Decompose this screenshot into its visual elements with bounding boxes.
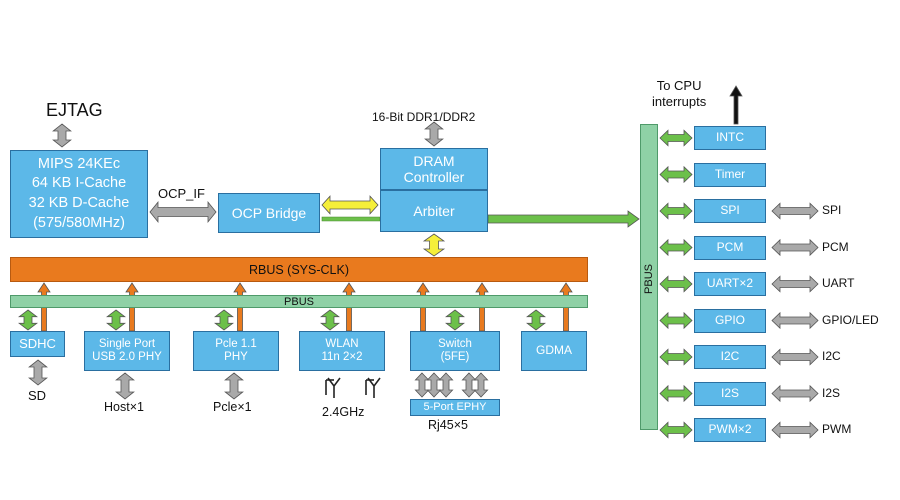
sd-io-arrow	[28, 359, 48, 386]
peripheral-io-arrow-6	[771, 348, 819, 366]
arbiter-rbus-arrow	[422, 233, 446, 257]
peripheral-external-gpio-led: GPIO/LED	[822, 312, 879, 327]
ocp-bridge-block: OCP Bridge	[218, 193, 320, 233]
peripheral-block-timer: Timer	[694, 162, 766, 187]
pbus-vertical-bar: PBUS	[640, 124, 658, 430]
switch-port-arrow-2	[438, 372, 454, 398]
pbus-device-arrow-1	[106, 309, 126, 331]
antenna-icon-right	[367, 377, 381, 398]
peripheral-block-i2s: I2S	[694, 381, 766, 406]
pbus-peripheral-arrow-7	[659, 384, 693, 403]
pcie-phy-block: Pcle 1.1 PHY	[193, 331, 279, 371]
usb-io-arrow	[115, 372, 135, 400]
peripheral-external-spi: SPI	[822, 203, 842, 217]
pbus-device-arrow-4	[445, 309, 465, 331]
peripheral-io-arrow-2	[771, 202, 819, 220]
peripheral-external-i2c: I2C	[822, 349, 841, 363]
gdma-block: GDMA	[521, 331, 587, 371]
pbus-horizontal-bar: PBUS	[10, 295, 588, 308]
peripheral-external-i2s: I2S	[822, 385, 841, 400]
switch-port-arrow-0	[414, 372, 430, 398]
pcie-count-label: Pcle×1	[213, 400, 252, 414]
pbus-peripheral-arrow-3	[659, 238, 693, 257]
peripheral-io-arrow-8	[771, 421, 819, 439]
arbiter-block: Arbiter	[380, 190, 488, 232]
ephy-block: 5-Port EPHY	[410, 399, 500, 416]
switch-block: Switch (5FE)	[410, 331, 500, 371]
peripheral-block-spi: SPI	[694, 199, 766, 223]
ocp-if-label: OCP_IF	[158, 186, 205, 201]
pbus-peripheral-arrow-5	[659, 311, 693, 330]
peripheral-block-i2c: I2C	[694, 345, 766, 369]
rj45-label: Rj45×5	[428, 418, 468, 432]
pbus-peripheral-arrow-1	[659, 165, 693, 184]
pbus-device-arrow-5	[526, 309, 546, 331]
wlan-block: WLAN 11n 2×2	[299, 331, 385, 371]
peripheral-block-uart-2: UART×2	[694, 272, 766, 296]
pbus-peripheral-arrow-6	[659, 348, 693, 366]
peripheral-block-pcm: PCM	[694, 235, 766, 260]
peripheral-io-arrow-3	[771, 238, 819, 257]
wlan-frequency-label: 2.4GHz	[322, 405, 365, 419]
rbus-label: RBUS (SYS-CLK)	[248, 262, 350, 277]
to-cpu-interrupts-label: To CPU interrupts	[652, 78, 707, 109]
pbus-device-arrow-2	[214, 309, 234, 331]
peripheral-io-arrow-5	[771, 311, 819, 330]
peripheral-io-arrow-4	[771, 275, 819, 293]
peripheral-external-pwm: PWM	[822, 422, 852, 436]
pbus-peripheral-arrow-4	[659, 275, 693, 293]
ejtag-label: EJTAG	[46, 100, 103, 120]
pbus-peripheral-arrow-2	[659, 202, 693, 220]
switch-port-arrow-3	[461, 372, 477, 398]
peripheral-io-arrow-7	[771, 384, 819, 403]
ddr-arrow	[424, 121, 444, 147]
pbus-device-arrow-3	[320, 309, 340, 331]
peripheral-block-intc: INTC	[694, 126, 766, 150]
pcie-io-arrow	[224, 372, 244, 400]
usb-phy-block: Single Port USB 2.0 PHY	[84, 331, 170, 371]
peripheral-block-pwm-2: PWM×2	[694, 418, 766, 442]
ocp-arbiter-arrow	[321, 195, 379, 215]
ocp-if-arrow	[149, 200, 217, 224]
pbus-vertical-label: PBUS	[643, 264, 655, 294]
dram-controller-block: DRAM Controller	[380, 148, 488, 190]
ejtag-arrow	[52, 123, 72, 148]
pbus-peripheral-arrow-8	[659, 421, 693, 439]
arbiter-pbus-arrow	[487, 210, 640, 228]
peripheral-block-gpio: GPIO	[694, 308, 766, 333]
pbus-peripheral-arrow-0	[659, 129, 693, 147]
sdhc-block: SDHC	[10, 331, 65, 357]
ocp-green-link	[321, 216, 381, 222]
usb-host-label: Host×1	[104, 400, 144, 414]
sd-label: SD	[28, 388, 47, 403]
mips-cpu-block: MIPS 24KEc 64 KB I-Cache 32 KB D-Cache (…	[10, 150, 148, 238]
switch-port-arrow-4	[473, 372, 489, 398]
peripheral-external-uart: UART	[822, 276, 855, 290]
pbus-device-arrow-0	[18, 309, 38, 331]
rbus-bar: RBUS (SYS-CLK)	[10, 257, 588, 282]
ddr-label: 16-Bit DDR1/DDR2	[372, 110, 476, 124]
switch-port-arrow-1	[426, 372, 442, 398]
antenna-icon-left	[327, 377, 341, 398]
interrupt-up-arrow	[729, 85, 743, 125]
pbus-horizontal-label: PBUS	[284, 295, 314, 308]
peripheral-external-pcm: PCM	[822, 239, 849, 254]
